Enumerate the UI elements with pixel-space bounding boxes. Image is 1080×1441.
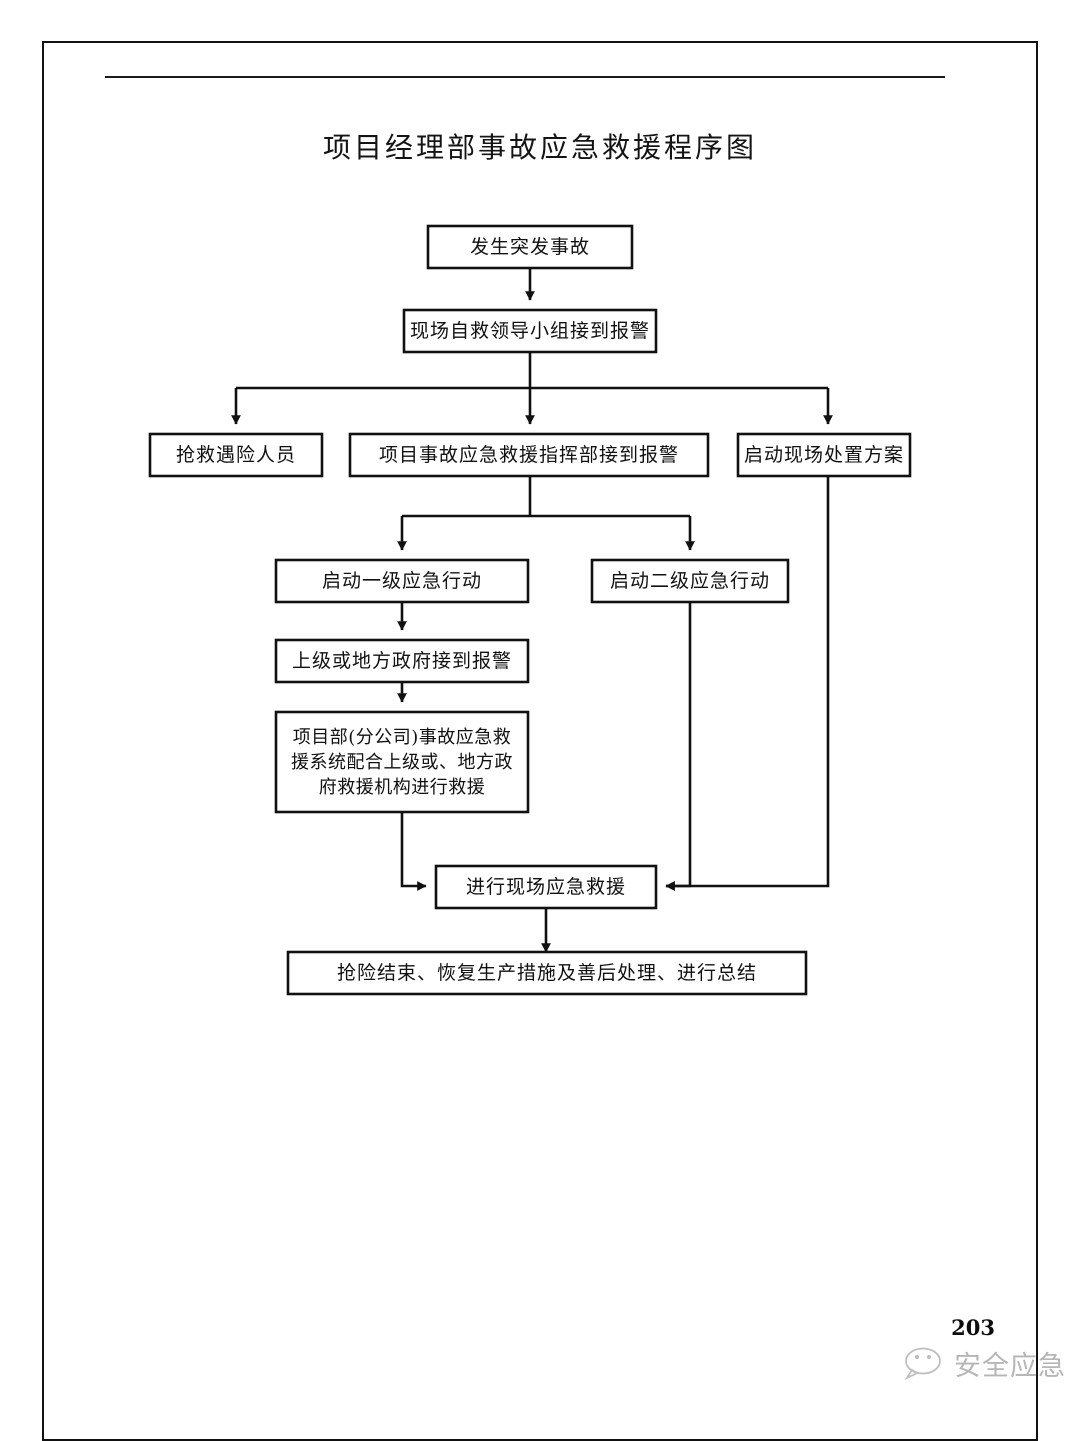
flowchart: 发生突发事故 现场自救领导小组接到报警 抢救遇险人员 项目事故应急救援指挥部接到… [148, 224, 912, 996]
node-label: 发生突发事故 [470, 236, 590, 258]
edge-n5-n10 [665, 476, 830, 891]
node-level-one-response[interactable]: 启动一级应急行动 [274, 558, 530, 604]
node-superior-government-alerted[interactable]: 上级或地方政府接到报警 [274, 638, 530, 684]
page-title: 项目经理部事故应急救援程序图 [322, 131, 757, 164]
flow-edges [231, 268, 833, 953]
node-emergency-command-center-alerted[interactable]: 项目事故应急救援指挥部接到报警 [348, 432, 710, 478]
node-label: 项目事故应急救援指挥部接到报警 [379, 444, 679, 466]
node-rescue-endangered-personnel[interactable]: 抢救遇险人员 [148, 432, 324, 478]
node-incident-occurs[interactable]: 发生突发事故 [426, 224, 634, 270]
wechat-bubble-icon [904, 1347, 941, 1380]
edge-n9-n10 [400, 812, 427, 891]
node-label: 抢救遇险人员 [176, 444, 296, 466]
node-label: 抢险结束、恢复生产措施及善后处理、进行总结 [337, 962, 757, 984]
node-joint-rescue-system[interactable]: 项目部(分公司)事故应急救 援系统配合上级或、地方政 府救援机构进行救援 [274, 710, 530, 814]
header-rule [105, 76, 945, 78]
node-label-line-3: 府救援机构进行救援 [319, 777, 486, 798]
node-label-line-2: 援系统配合上级或、地方政 [291, 752, 513, 773]
node-label: 现场自救领导小组接到报警 [410, 320, 650, 342]
page-number: 203 [951, 1315, 995, 1340]
node-level-two-response[interactable]: 启动二级应急行动 [590, 558, 790, 604]
node-label-line-1: 项目部(分公司)事故应急救 [293, 727, 512, 748]
watermark-text: 安全应急 [954, 1351, 1066, 1382]
flow-nodes: 发生突发事故 现场自救领导小组接到报警 抢救遇险人员 项目事故应急救援指挥部接到… [148, 224, 912, 996]
node-label: 启动二级应急行动 [610, 570, 770, 592]
node-conduct-onsite-rescue[interactable]: 进行现场应急救援 [434, 864, 658, 910]
node-activate-onsite-plan[interactable]: 启动现场处置方案 [736, 432, 912, 478]
edge-n7-n10 [665, 602, 692, 891]
node-label: 进行现场应急救援 [466, 876, 626, 898]
watermark: 安全应急 [904, 1344, 1066, 1383]
node-label: 启动现场处置方案 [744, 444, 904, 466]
node-recovery-and-summary[interactable]: 抢险结束、恢复生产措施及善后处理、进行总结 [286, 950, 808, 996]
scanned-page: 项目经理部事故应急救援程序图 [42, 41, 1066, 1441]
node-label: 启动一级应急行动 [322, 570, 482, 592]
node-onsite-rescue-team-alerted[interactable]: 现场自救领导小组接到报警 [402, 308, 658, 354]
node-label: 上级或地方政府接到报警 [292, 650, 512, 672]
